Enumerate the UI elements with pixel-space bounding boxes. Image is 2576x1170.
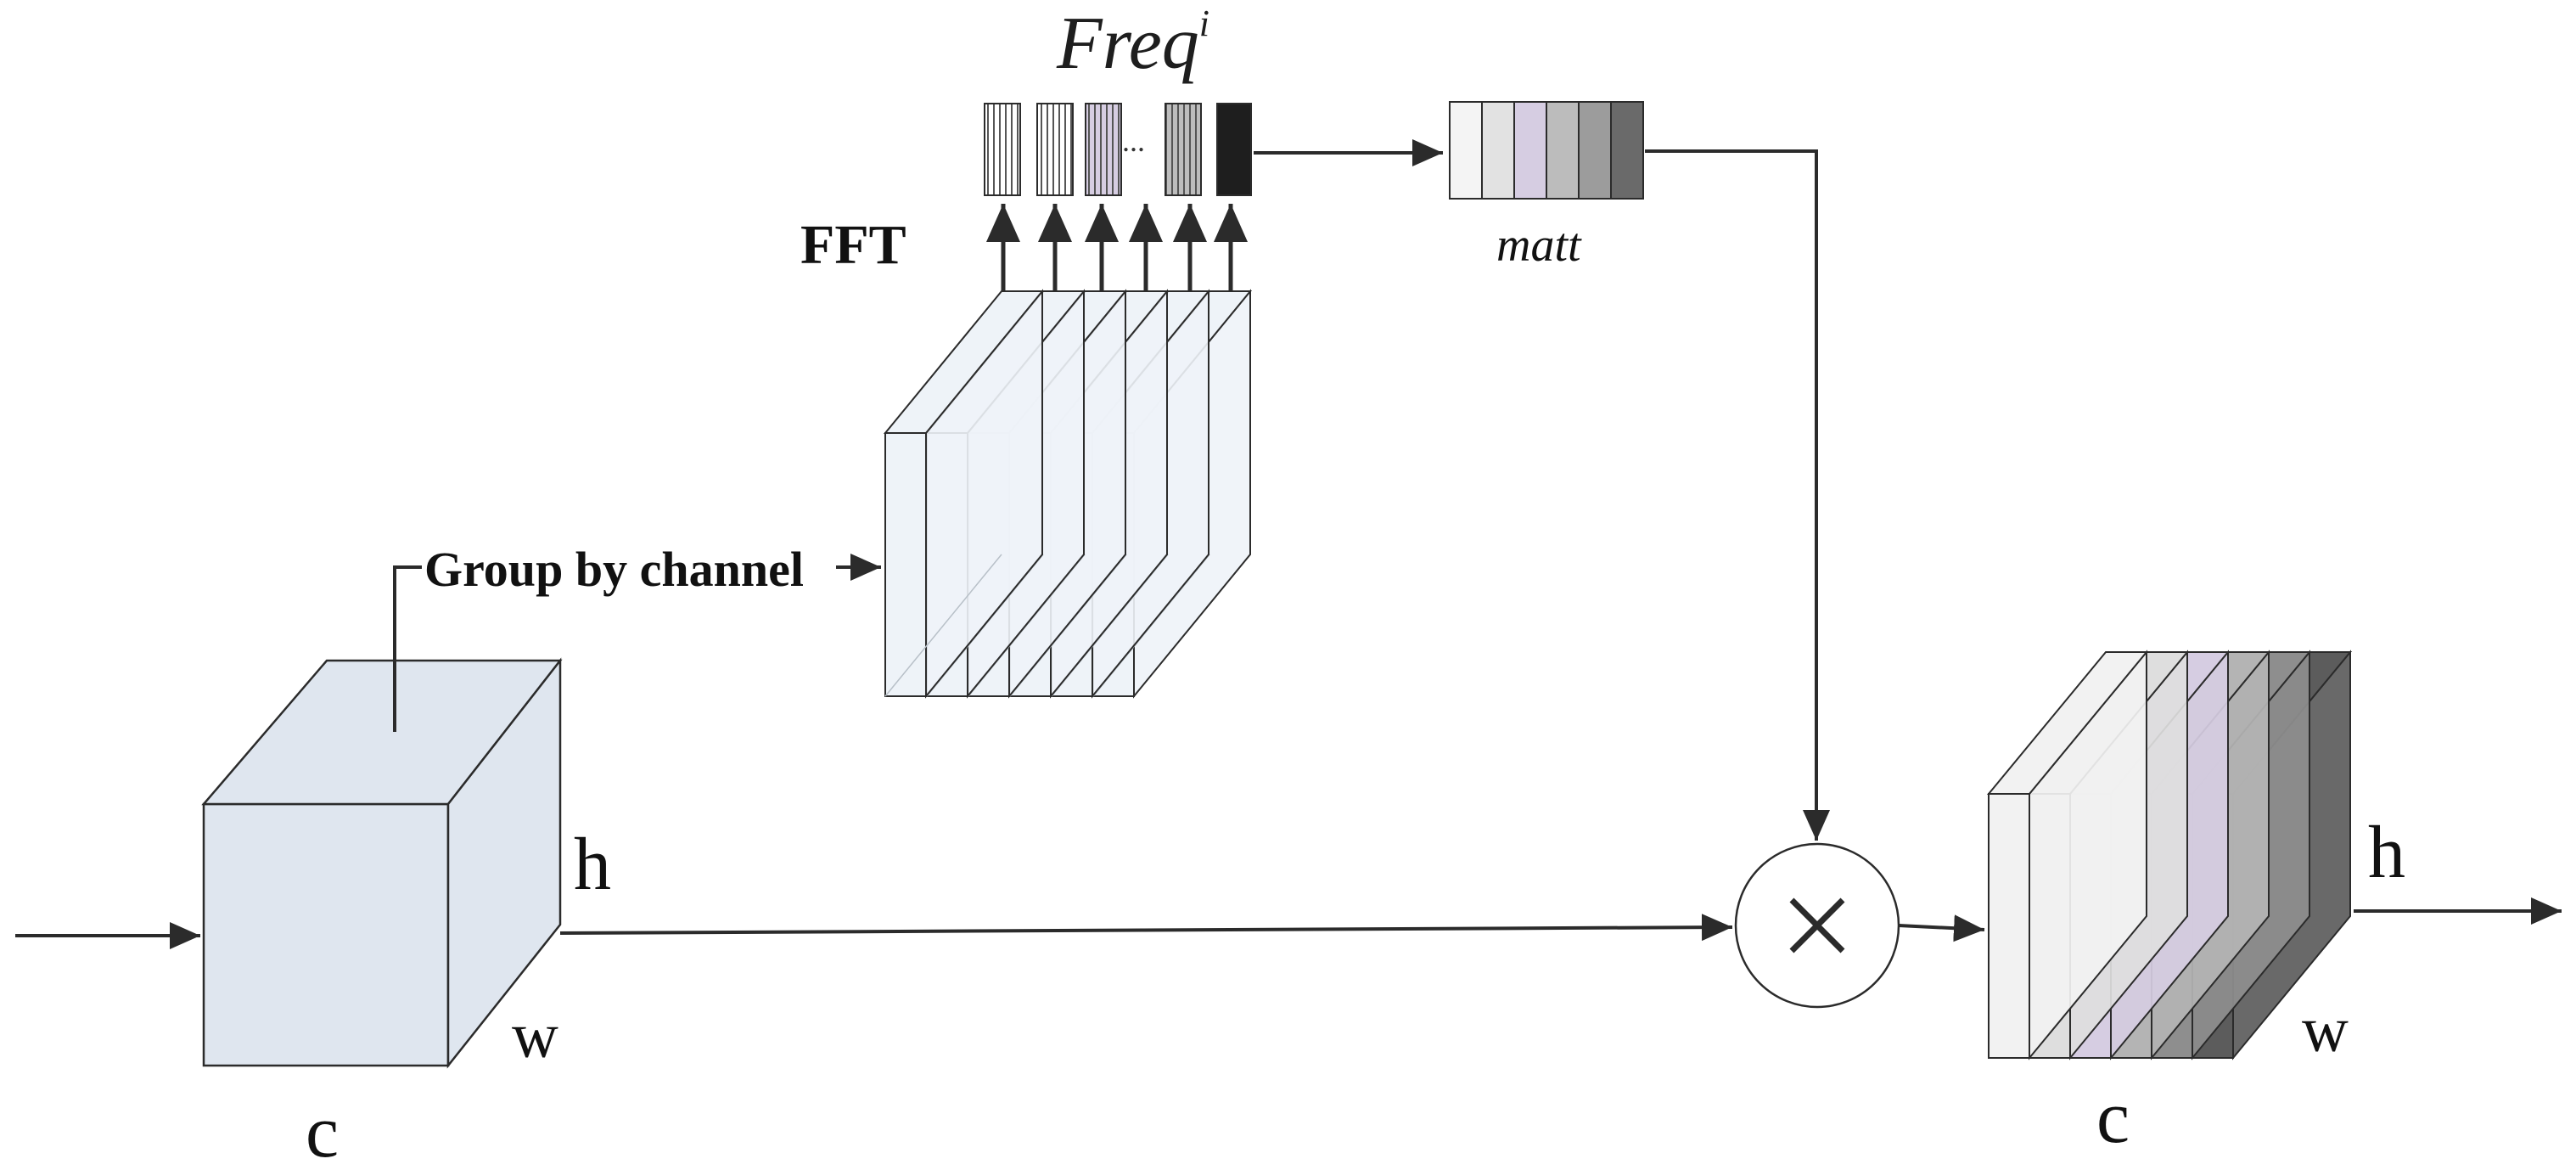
- freq-bar-1: [984, 103, 1021, 196]
- channel-group-slice: [883, 289, 1045, 699]
- group-by-channel-connector: [393, 565, 422, 732]
- matt-attention-vector: [1449, 101, 1644, 200]
- input-c-label: c: [306, 1091, 339, 1170]
- freq-label: Freqi: [1056, 3, 1209, 85]
- output-h-label: h: [2368, 812, 2405, 894]
- output-tensor-cube: [1986, 650, 2353, 1060]
- input-w-label: w: [512, 1000, 558, 1072]
- freq-bar-5: [1216, 103, 1252, 196]
- group-by-channel-label: Group by channel: [424, 542, 804, 597]
- matt-cell: [1449, 101, 1483, 200]
- freq-bars: [984, 103, 1252, 196]
- matt-cell: [1513, 101, 1547, 200]
- input-cube-side-face: [446, 657, 562, 1069]
- cube-to-multiply-arrow: [559, 914, 1733, 942]
- output-w-label: w: [2302, 994, 2349, 1066]
- matt-cell: [1578, 101, 1612, 200]
- multiply-operator: [1734, 842, 1900, 1009]
- freq-bar-3: [1085, 103, 1122, 196]
- input-cube-front-face: [202, 802, 450, 1067]
- output-c-label: c: [2096, 1077, 2130, 1159]
- matt-cell: [1546, 101, 1580, 200]
- input-tensor-cube: [201, 657, 563, 1069]
- fft-label: FFT: [800, 214, 906, 276]
- freq-bar-2: [1036, 103, 1074, 196]
- output-slice: [1986, 650, 2149, 1060]
- ellipsis-label: ...: [1122, 124, 1145, 158]
- channel-groups-stack: [883, 289, 1253, 699]
- matt-label: matt: [1496, 219, 1582, 272]
- multiply-to-output-arrow: [1898, 914, 1985, 942]
- matt-cell: [1610, 101, 1644, 200]
- matt-cell: [1481, 101, 1515, 200]
- input-h-label: h: [574, 824, 611, 906]
- freq-bar-4: [1165, 103, 1202, 196]
- matt-to-multiply-line: [1645, 149, 1830, 841]
- fft-arrows: [986, 204, 1248, 291]
